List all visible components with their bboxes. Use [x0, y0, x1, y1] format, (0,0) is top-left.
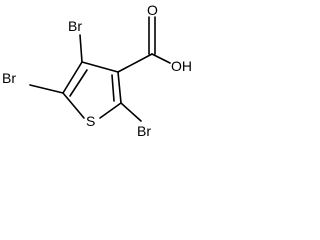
atom-sulfur: S: [86, 113, 95, 129]
bond-c4-br: [79, 34, 83, 63]
bond-c2-c3: [117, 71, 122, 104]
bond-s-c2: [99, 102, 122, 119]
bond-c3-c4: [81, 61, 119, 73]
bond-c5-s: [62, 92, 85, 119]
tribromothiophene-carboxylic-acid-structure: Br Br Br S O OH: [2, 2, 192, 139]
bond-c4-c5-inner: [69, 69, 88, 97]
bond-c2-br: [120, 102, 142, 122]
bond-c-oh: [151, 53, 171, 64]
bond-c5-br: [29, 84, 64, 94]
atom-oxygen-carbonyl: O: [147, 2, 158, 18]
bond-c3-carboxyl: [117, 53, 153, 73]
atom-hydroxyl: OH: [171, 58, 192, 74]
atom-bromine-top: Br: [68, 18, 82, 34]
bond-c2-c3-inner: [111, 74, 115, 102]
atom-bromine-left: Br: [2, 70, 16, 86]
bond-c4-c5: [62, 61, 83, 94]
atom-bromine-right: Br: [137, 123, 151, 139]
